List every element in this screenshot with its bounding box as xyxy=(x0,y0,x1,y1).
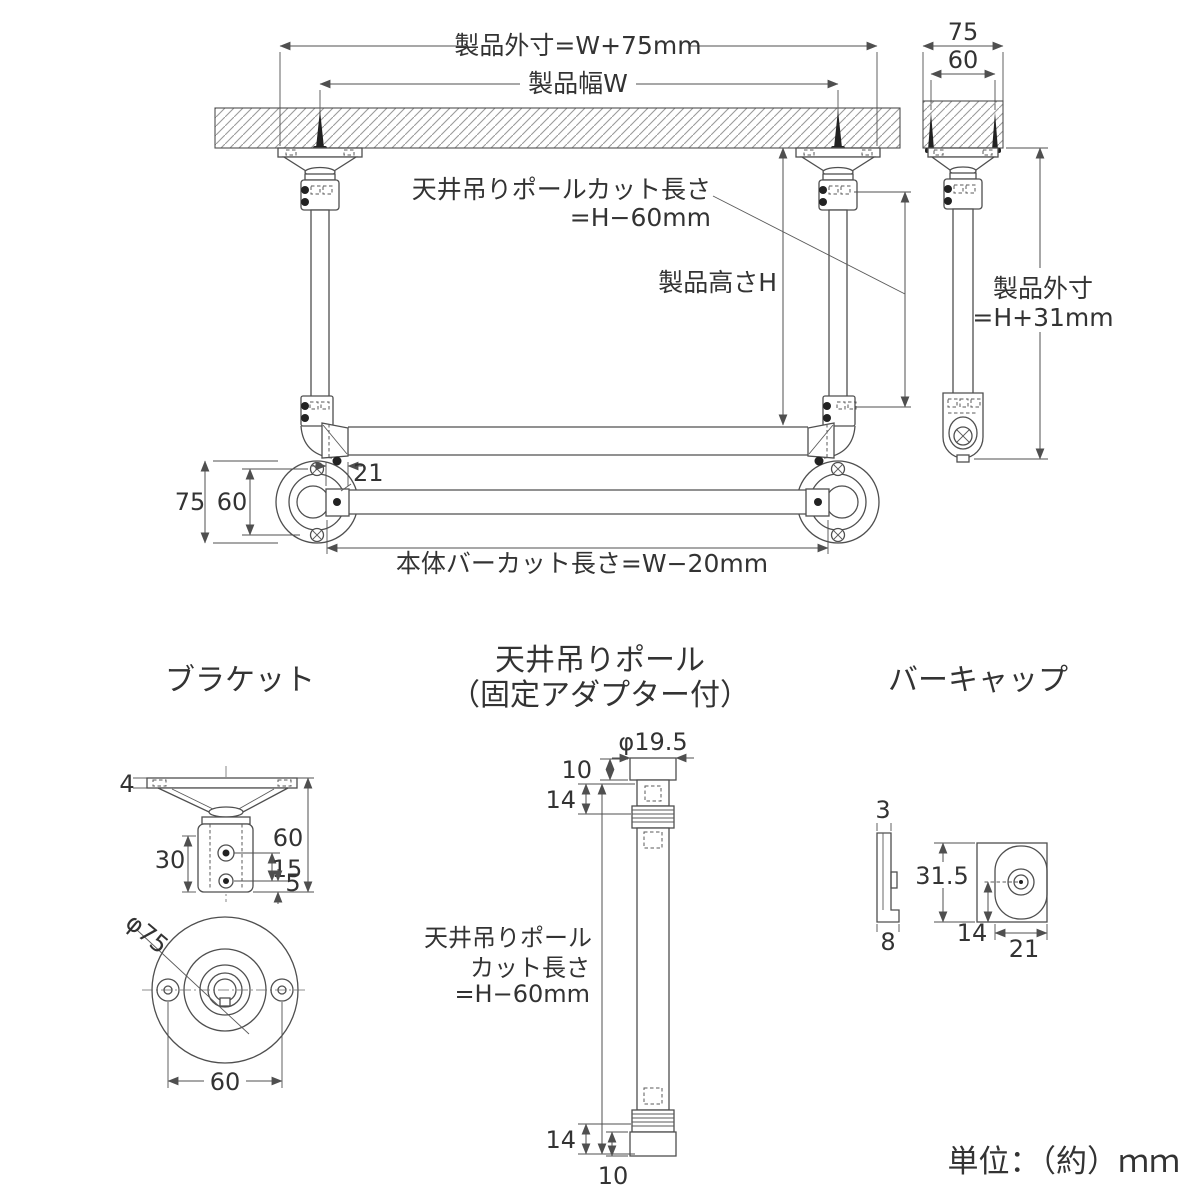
pole-title-1: 天井吊りポール xyxy=(495,643,705,678)
side-dim-outer-label-1: 製品外寸 xyxy=(993,274,1093,303)
bracket-detail: 4 60 30 15 5 φ xyxy=(119,766,314,1096)
front-view: 製品外寸=W+75mm 製品幅W xyxy=(175,31,911,578)
pole-dim-bot10: 10 xyxy=(598,1162,629,1190)
dim-21-label: 21 xyxy=(353,459,384,487)
cap-title: バーキャップ xyxy=(888,663,1068,698)
dim-height-label: 製品高さH xyxy=(658,268,777,297)
pole-dim-top14: 14 xyxy=(545,786,576,814)
pole-detail: φ19.5 10 14 天井吊りポール カット長さ =H−60mm xyxy=(424,728,694,1190)
dim-bar-cut-label: 本体バーカット長さ=W−20mm xyxy=(396,549,768,578)
ceiling-screw-icon xyxy=(992,112,998,150)
bracket-dim-60: 60 xyxy=(273,824,304,852)
bracket-title: ブラケット xyxy=(165,663,315,698)
ceiling-screw-icon xyxy=(928,112,934,150)
hanging-bar xyxy=(348,427,808,455)
ceiling-screw-icon xyxy=(316,110,324,148)
pole-cut-label-3: =H−60mm xyxy=(454,980,590,1008)
cap-dim-14: 14 xyxy=(957,919,988,947)
pole-dim-top10: 10 xyxy=(561,756,592,784)
ceiling-screw-icon xyxy=(834,110,842,148)
front-left-unit xyxy=(277,100,363,459)
side-dim-outer-label-2: =H+31mm xyxy=(972,303,1113,332)
pole-dim-bot14: 14 xyxy=(545,1126,576,1154)
cap-dim-31-5: 31.5 xyxy=(915,862,968,890)
unit-note: 単位：（約）ｍｍ xyxy=(948,1144,1181,1180)
pole-title-2: （固定アダプター付） xyxy=(450,678,750,713)
ceiling-hatch xyxy=(214,107,901,149)
bracket-dim-5: 5 xyxy=(285,869,300,897)
dim-pole-cut-label-1: 天井吊りポールカット長さ xyxy=(412,175,711,204)
front-right-unit xyxy=(795,100,881,459)
cap-detail: 3 8 31.5 14 21 xyxy=(875,796,1048,963)
bar-front xyxy=(349,490,806,514)
pole-cut-label-2: カット長さ xyxy=(470,954,590,982)
bracket-dim-30: 30 xyxy=(155,846,186,874)
bracket-dim-dia: φ75 xyxy=(120,908,174,959)
dim-outer-width-label: 製品外寸=W+75mm xyxy=(454,31,701,60)
elbow-end-view xyxy=(942,392,984,459)
dim-width-label: 製品幅W xyxy=(528,69,628,98)
pole-dim-dia: φ19.5 xyxy=(618,728,687,756)
cap-dim-3: 3 xyxy=(875,796,890,824)
side-view: 75 60 xyxy=(922,18,1114,463)
dim-60-label: 60 xyxy=(217,488,248,516)
dim-pole-cut-label-2: =H−60mm xyxy=(570,203,711,232)
dim-75-label: 75 xyxy=(175,488,206,516)
pole-cut-label-1: 天井吊りポール xyxy=(424,924,592,952)
bracket-dim-pitch-60: 60 xyxy=(210,1068,241,1096)
side-dim-75-label: 75 xyxy=(948,18,979,46)
cap-dim-21: 21 xyxy=(1009,935,1040,963)
ceiling-block-hatch xyxy=(922,100,1004,149)
cap-dim-8: 8 xyxy=(880,928,895,956)
bracket-dim-4: 4 xyxy=(119,770,134,798)
side-dim-60-label: 60 xyxy=(948,46,979,74)
